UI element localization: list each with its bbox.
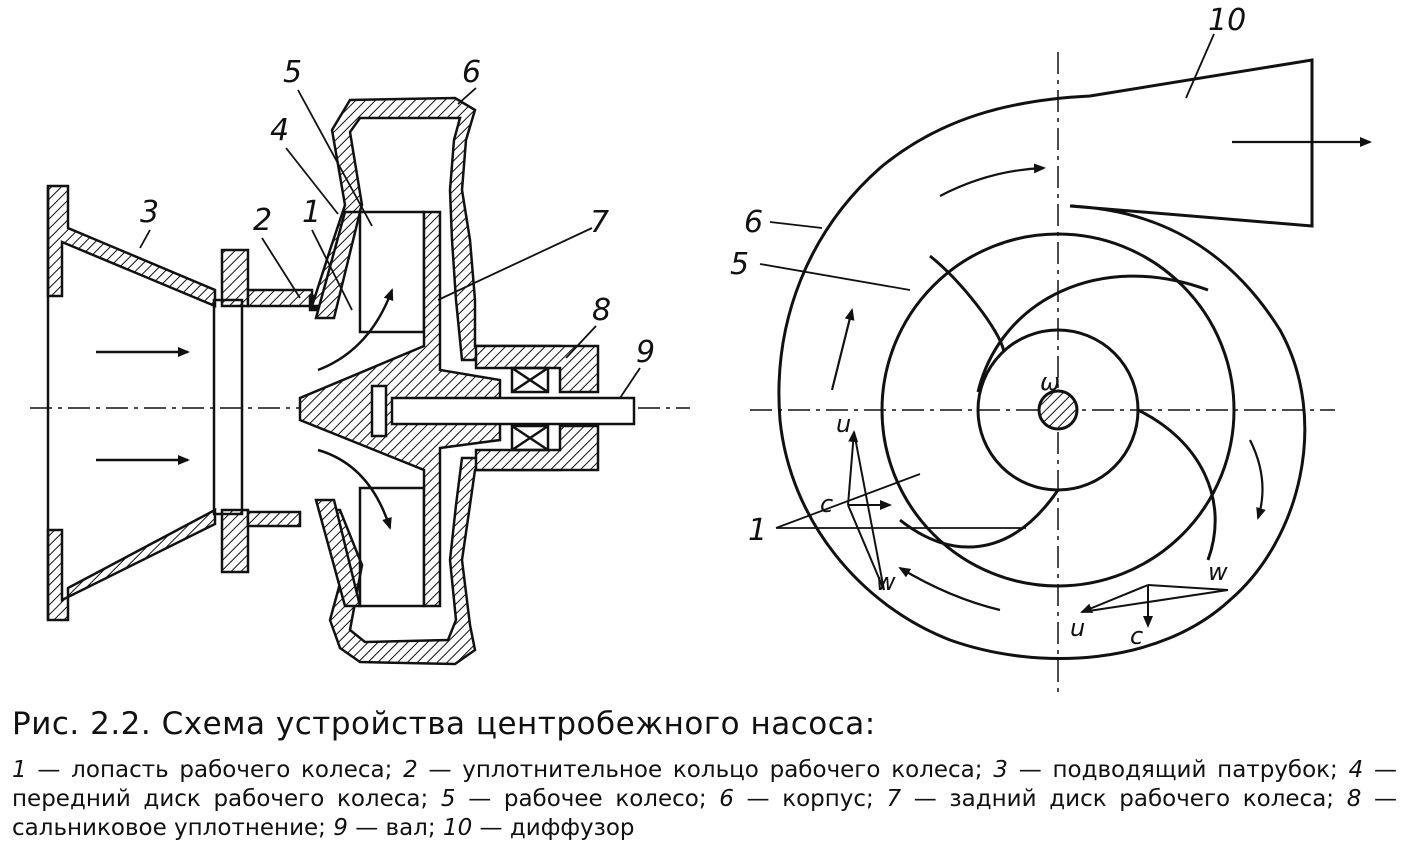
- velocity-triangle-inlet: [847, 430, 892, 591]
- side-view-labels: 3 2 1 4 5 6 7 8 9: [139, 55, 655, 399]
- figure-caption-title: Рис. 2.2. Схема устройства центробежного…: [12, 706, 876, 742]
- legend-number: 1: [12, 757, 27, 783]
- label-8: 8: [592, 293, 611, 328]
- inlet-nozzle-lower: [46, 507, 217, 622]
- label-10: 10: [1208, 3, 1246, 38]
- flange-bore: [212, 298, 244, 516]
- impeller-blade-b: [1137, 408, 1217, 561]
- flange-lower: [220, 508, 250, 574]
- legend-number: 2: [403, 757, 418, 783]
- legend-number: 5: [440, 786, 456, 812]
- legend-text: — подводящий патрубок;: [1007, 757, 1349, 783]
- legend-number: 10: [442, 815, 473, 841]
- inlet-neck-lower: [246, 510, 302, 528]
- flange-upper: [220, 248, 250, 308]
- label-6-front: 6: [744, 205, 763, 240]
- legend-number: 7: [886, 786, 902, 812]
- label-9: 9: [636, 335, 655, 370]
- inlet-nozzle-upper: [46, 184, 217, 308]
- packing-upper: [510, 366, 550, 394]
- legend-text: — рабочее колесо;: [455, 786, 720, 812]
- c-label-outlet: c: [1130, 622, 1143, 650]
- inlet-neck-upper: [246, 288, 314, 308]
- volute-casing: [777, 58, 1314, 661]
- legend-text: — сальниковое уплотнение;: [12, 786, 1397, 841]
- legend-number: 6: [719, 786, 734, 812]
- shaft-key: [370, 384, 388, 438]
- rotation-arrow-left: [830, 308, 855, 391]
- w-label-outlet: w: [1208, 558, 1228, 586]
- impeller-blade-upper: [358, 210, 426, 334]
- label-4: 4: [270, 113, 289, 148]
- legend-number: 8: [1346, 786, 1362, 812]
- rotation-arrow-bottom: [898, 566, 1001, 612]
- label-1: 1: [302, 195, 321, 230]
- front-view-labels: 10 6 5 1 ω u c w w u c: [730, 3, 1246, 650]
- pump-section-view: [30, 96, 690, 666]
- pump-front-view: [750, 52, 1372, 692]
- shaft-section: [1037, 389, 1079, 431]
- packing-lower: [510, 424, 550, 452]
- shaft: [390, 396, 636, 426]
- label-6: 6: [462, 55, 481, 90]
- label-5-front: 5: [730, 247, 749, 282]
- flow-arrow-turn-lower: [317, 448, 392, 530]
- w-label-inlet: w: [876, 568, 896, 596]
- rotation-arrow-top: [939, 163, 1046, 197]
- pump-schematic: 3 2 1 4 5 6 7 8 9: [30, 3, 1372, 692]
- legend-number: 3: [993, 757, 1008, 783]
- figure-caption-legend: 1 — лопасть рабочего колеса; 2 — уплотни…: [12, 756, 1397, 843]
- impeller-blade-c: [899, 489, 1060, 549]
- legend-text: — уплотнительное кольцо рабочего колеса;: [417, 757, 994, 783]
- legend-number: 9: [333, 815, 348, 841]
- legend-text: — лопасть рабочего колеса;: [26, 757, 404, 783]
- impeller-blade-a: [976, 274, 1209, 393]
- omega-label: ω: [1040, 368, 1060, 396]
- impeller-outer: [880, 232, 1236, 588]
- c-label-inlet: c: [820, 490, 833, 518]
- rotation-arrow-right: [1249, 439, 1266, 520]
- legend-text: — передний диск рабочего колеса;: [12, 757, 1397, 812]
- legend-text: — задний диск рабочего колеса;: [901, 786, 1347, 812]
- label-2: 2: [253, 203, 272, 238]
- flow-arrow-turn-upper: [317, 288, 394, 372]
- legend-text: — диффузор: [472, 815, 635, 841]
- label-1-front: 1: [748, 513, 767, 548]
- legend-number: 4: [1348, 757, 1364, 783]
- impeller-blade-lower: [358, 486, 426, 608]
- label-5: 5: [283, 55, 302, 90]
- legend-text: — вал;: [347, 815, 443, 841]
- legend-text: — корпус;: [733, 786, 887, 812]
- stuffing-box-lower: [474, 424, 600, 472]
- impeller-blade-d: [929, 254, 1006, 353]
- label-3: 3: [140, 195, 159, 230]
- u-label-outlet: u: [1070, 614, 1085, 642]
- velocity-triangle-outlet: [1080, 584, 1229, 628]
- label-7: 7: [590, 205, 609, 240]
- u-label-inlet: u: [836, 410, 851, 438]
